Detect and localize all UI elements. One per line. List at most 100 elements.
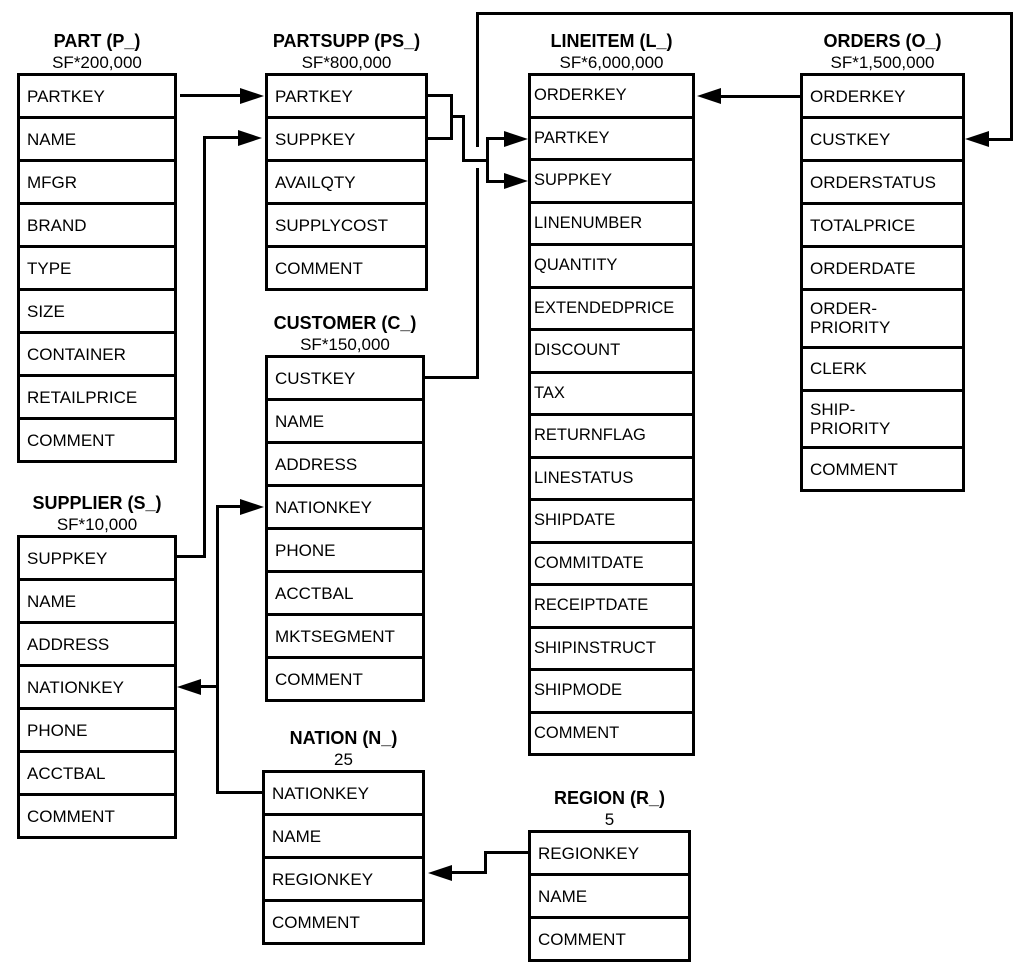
row-order-priority: ORDER- PRIORITY xyxy=(800,288,965,349)
line-segment xyxy=(199,685,218,688)
row-name: NAME xyxy=(17,578,177,624)
line-segment xyxy=(476,12,1013,15)
arrowhead-left-icon xyxy=(697,88,721,104)
row-mktsegment: MKTSEGMENT xyxy=(265,613,425,659)
row-partkey: PARTKEY xyxy=(528,115,695,161)
table-customer-cardinality: SF*150,000 xyxy=(300,335,390,354)
row-clerk: CLERK xyxy=(800,345,965,392)
line-segment xyxy=(180,94,242,97)
table-orders-title: ORDERS (O_) xyxy=(823,31,942,51)
line-segment xyxy=(177,555,206,558)
row-nationkey: NATIONKEY xyxy=(265,484,425,530)
table-partsupp-cardinality: SF*800,000 xyxy=(301,53,392,72)
row-regionkey: REGIONKEY xyxy=(528,830,691,876)
table-region-title: REGION (R_) xyxy=(553,788,665,808)
row-availqty: AVAILQTY xyxy=(265,159,428,205)
line-segment xyxy=(462,159,489,162)
line-segment xyxy=(428,137,453,140)
row-shipmode: SHIPMODE xyxy=(528,668,695,714)
line-segment xyxy=(452,871,486,874)
row-totalprice: TOTALPRICE xyxy=(800,202,965,248)
row-comment: COMMENT xyxy=(262,899,425,945)
row-comment: COMMENT xyxy=(17,793,177,839)
row-quantity: QUANTITY xyxy=(528,243,695,289)
line-segment xyxy=(476,168,479,379)
row-nationkey: NATIONKEY xyxy=(17,664,177,710)
line-segment xyxy=(486,137,506,140)
row-suppkey: SUPPKEY xyxy=(528,158,695,204)
table-part-cardinality: SF*200,000 xyxy=(52,53,142,72)
row-comment: COMMENT xyxy=(528,916,691,962)
arrowhead-right-icon xyxy=(504,173,528,189)
table-lineitem-cardinality: SF*6,000,000 xyxy=(559,53,664,72)
row-acctbal: ACCTBAL xyxy=(17,750,177,796)
row-receiptdate: RECEIPTDATE xyxy=(528,583,695,629)
line-segment xyxy=(486,179,506,183)
row-ship-priority: SHIP- PRIORITY xyxy=(800,388,965,449)
row-comment: COMMENT xyxy=(528,710,695,756)
row-extendedprice: EXTENDEDPRICE xyxy=(528,285,695,331)
row-name: NAME xyxy=(265,398,425,444)
line-segment xyxy=(486,851,528,854)
table-customer-title: CUSTOMER (C_) xyxy=(273,313,417,333)
line-segment xyxy=(987,137,1013,141)
row-name: NAME xyxy=(528,873,691,919)
row-linestatus: LINESTATUS xyxy=(528,455,695,501)
row-supplycost: SUPPLYCOST xyxy=(265,202,428,248)
table-part-title: PART (P_) xyxy=(53,31,141,51)
row-orderkey: ORDERKEY xyxy=(528,73,695,119)
arrowhead-right-icon xyxy=(238,129,262,146)
line-segment xyxy=(1010,12,1013,141)
row-name: NAME xyxy=(262,813,425,859)
row-address: ADDRESS xyxy=(265,441,425,487)
line-segment xyxy=(203,137,206,558)
arrowhead-right-icon xyxy=(240,498,264,515)
line-segment xyxy=(216,505,219,794)
row-suppkey: SUPPKEY xyxy=(17,535,177,581)
row-comment: COMMENT xyxy=(265,656,425,702)
row-nationkey: NATIONKEY xyxy=(262,770,425,816)
arrowhead-left-icon xyxy=(177,678,201,695)
row-custkey: CUSTKEY xyxy=(800,116,965,162)
table-partsupp-title: PARTSUPP (PS_) xyxy=(272,31,421,51)
row-orderstatus: ORDERSTATUS xyxy=(800,159,965,205)
table-supplier-title: SUPPLIER (S_) xyxy=(32,493,162,513)
line-segment xyxy=(428,94,453,97)
row-tax: TAX xyxy=(528,370,695,416)
row-regionkey: REGIONKEY xyxy=(262,856,425,902)
row-phone: PHONE xyxy=(17,707,177,753)
table-supplier-cardinality: SF*10,000 xyxy=(56,515,138,534)
row-brand: BRAND xyxy=(17,202,177,248)
row-address: ADDRESS xyxy=(17,621,177,667)
row-size: SIZE xyxy=(17,288,177,334)
table-region-cardinality: 5 xyxy=(604,810,615,829)
row-retailprice: RETAILPRICE xyxy=(17,374,177,420)
table-lineitem-title: LINEITEM (L_) xyxy=(550,31,673,51)
row-custkey: CUSTKEY xyxy=(265,355,425,401)
row-type: TYPE xyxy=(17,245,177,291)
row-partkey: PARTKEY xyxy=(17,73,177,119)
row-phone: PHONE xyxy=(265,527,425,573)
line-segment xyxy=(486,137,489,183)
row-orderdate: ORDERDATE xyxy=(800,245,965,291)
line-segment xyxy=(218,791,264,794)
row-name: NAME xyxy=(17,116,177,162)
arrowhead-right-icon xyxy=(240,87,264,104)
row-comment: COMMENT xyxy=(17,417,177,463)
row-shipinstruct: SHIPINSTRUCT xyxy=(528,625,695,671)
row-partkey: PARTKEY xyxy=(265,73,428,119)
line-segment xyxy=(425,376,479,379)
